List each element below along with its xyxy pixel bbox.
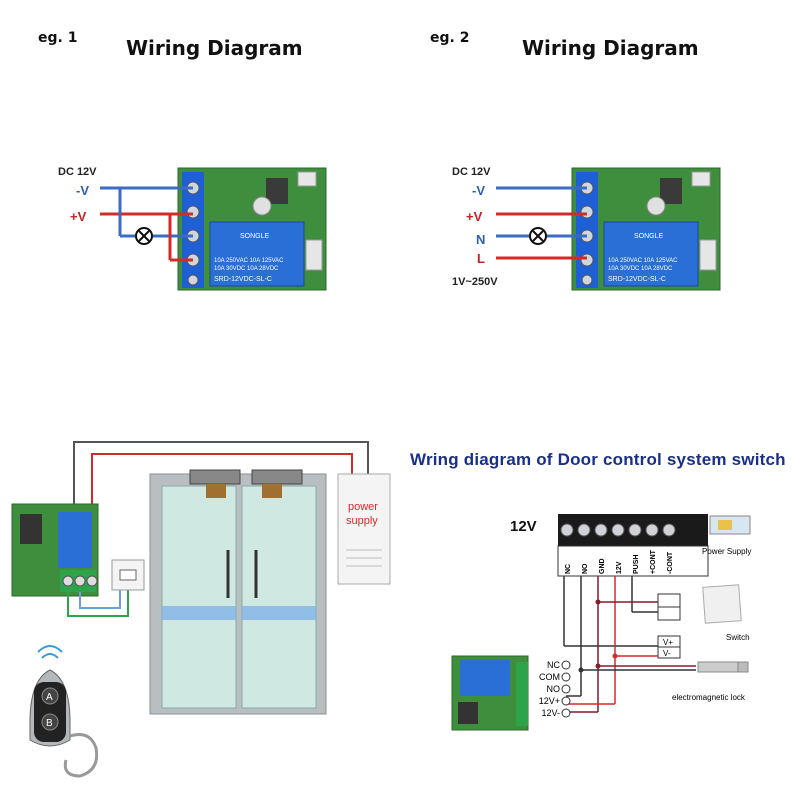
terminal-label: NO <box>582 563 589 574</box>
psu-label-2: supply <box>346 515 378 527</box>
relay-brand: SONGLE <box>240 233 270 240</box>
terminal-screw <box>628 523 642 537</box>
module-pin-terminal <box>561 696 571 706</box>
lamp-icon <box>135 227 153 245</box>
relay-rating1: 10A 250VAC 10A 125VAC <box>214 258 284 264</box>
power-supply-label: Power Supply <box>702 547 751 556</box>
module-pin-label: 12V+ <box>539 696 560 706</box>
eg2-tag: eg. 2 <box>430 30 470 46</box>
module-pin-terminal <box>561 684 571 694</box>
relay2-rating1: 10A 250VAC 10A 125VAC <box>608 258 678 264</box>
relay-module <box>11 503 99 597</box>
module-pin-label: NO <box>547 684 561 694</box>
relay2-model: SRD-12VDC-SL-C <box>608 276 666 283</box>
door-photo: power supply A B <box>11 441 391 778</box>
vplus-label: V+ <box>663 638 673 647</box>
switch-icon <box>702 584 742 624</box>
module-pin-terminal <box>561 708 571 718</box>
eg1-neg-label: -V <box>76 183 89 198</box>
eg2-neg-label: -V <box>472 183 485 198</box>
terminal-screw <box>560 523 574 537</box>
eg2-dc-label: DC 12V <box>452 166 491 178</box>
lock-label: electromagnetic lock <box>672 693 746 702</box>
power-supply-box: power supply <box>337 473 391 585</box>
relay-board: SONGLE 10A 250VAC 10A 125VAC 10A 30VDC 1… <box>571 167 721 291</box>
remote-key-fob: A B <box>29 645 99 778</box>
door-relay-module <box>451 655 529 731</box>
terminal-screw <box>577 523 591 537</box>
module-pin-label: NC <box>547 660 560 670</box>
eg2-diagram: SONGLE 10A 250VAC 10A 125VAC 10A 30VDC 1… <box>496 167 721 291</box>
module-pin-label: 12V- <box>541 708 560 718</box>
relay2-rating2: 10A 30VDC 10A 28VDC <box>608 266 673 272</box>
terminal-screw <box>645 523 659 537</box>
eg1-title: Wiring Diagram <box>126 36 303 60</box>
eg1-diagram: SONGLE 10A 250VAC 10A 125VAC 10A 30VDC 1… <box>100 167 327 291</box>
door-schematic: NC NO GND 12V PUSH +CONT -CONT Power Supply Sw… <box>451 514 751 731</box>
relay <box>209 221 305 287</box>
exit-button <box>111 559 145 591</box>
terminal-screw <box>611 523 625 537</box>
module-pin-label: COM <box>539 672 560 682</box>
terminal-label: PUSH <box>633 555 640 574</box>
remote-button-a: A <box>46 692 53 703</box>
lamp-icon <box>529 227 547 245</box>
eg2-range-label: 1V~250V <box>452 276 498 288</box>
relay2-brand: SONGLE <box>634 233 664 240</box>
terminal-screw <box>594 523 608 537</box>
lock-icon <box>697 661 739 673</box>
relay-model: SRD-12VDC-SL-C <box>214 276 272 283</box>
eg2-l-label: L <box>477 251 485 266</box>
eg1-pos-label: +V <box>70 209 87 224</box>
door-diagram-title: Wring diagram of Door control system swi… <box>410 450 786 469</box>
terminal-label: +CONT <box>650 549 657 574</box>
remote-button-b: B <box>46 718 53 729</box>
vminus-label: V- <box>663 649 671 658</box>
eg2-pos-label: +V <box>466 209 483 224</box>
eg2-n-label: N <box>476 232 486 247</box>
module-pin-terminal <box>561 672 571 682</box>
door-voltage-label: 12V <box>510 518 537 535</box>
terminal-label: GND <box>599 558 606 574</box>
eg1-tag: eg. 1 <box>38 30 78 46</box>
terminal-label: NC <box>565 564 572 574</box>
glass-door <box>149 469 327 715</box>
relay-rating2: 10A 30VDC 10A 28VDC <box>214 266 279 272</box>
terminal-screw <box>662 523 676 537</box>
terminal-label: 12V <box>616 561 623 574</box>
eg1-dc-label: DC 12V <box>58 166 97 178</box>
switch-label: Switch <box>726 633 750 642</box>
eg2-title: Wiring Diagram <box>522 36 699 60</box>
terminal-label: -CONT <box>667 551 674 574</box>
relay-board: SONGLE 10A 250VAC 10A 125VAC 10A 30VDC 1… <box>177 167 327 291</box>
psu-label-1: power <box>348 501 378 513</box>
module-pin-terminal <box>561 660 571 670</box>
